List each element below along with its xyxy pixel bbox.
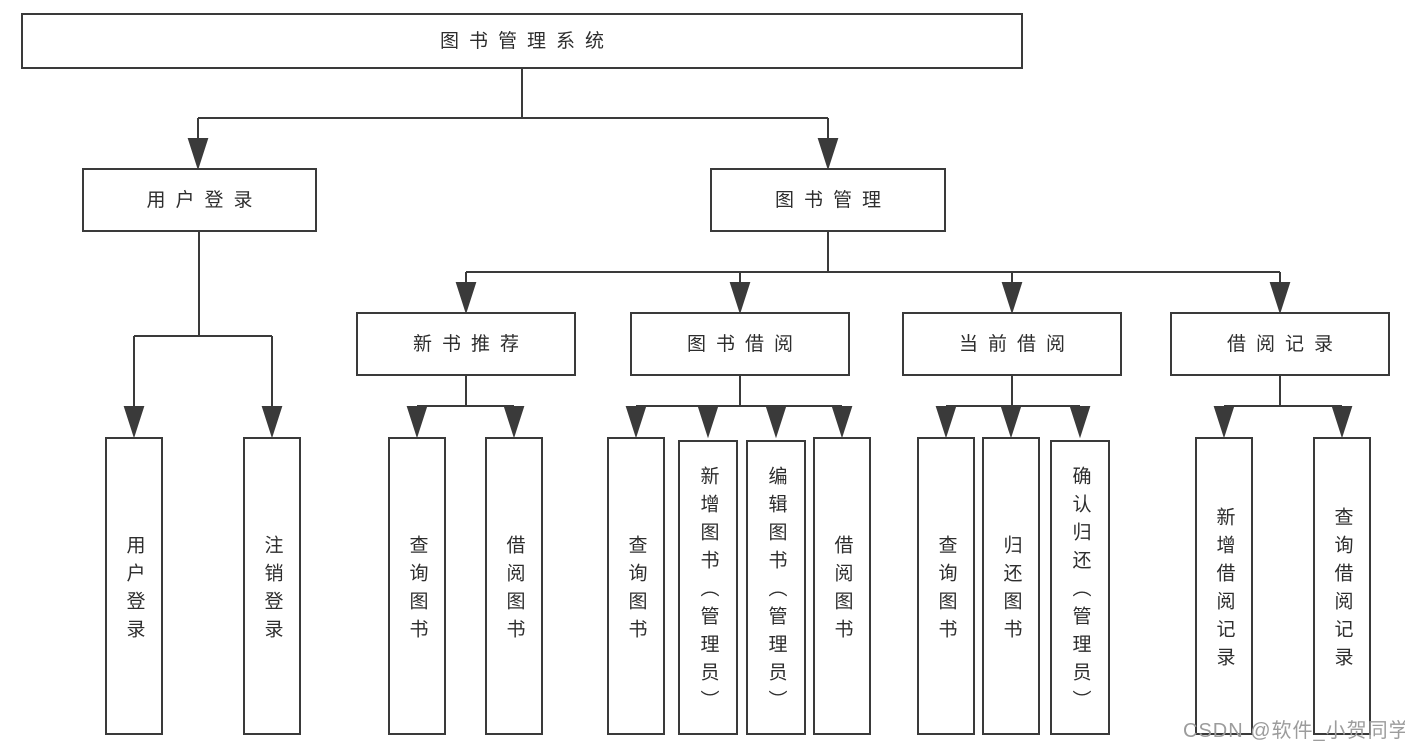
node-book-borrow: 图书借阅 — [630, 312, 850, 376]
connector-root-to-level2 — [187, 69, 839, 171]
connector-new-book-children — [406, 376, 525, 439]
node-leaf-query-book-3-label: 查询图书 — [935, 534, 957, 647]
node-leaf-logout: 注销登录 — [243, 437, 301, 735]
node-book-management-label: 图书管理 — [774, 189, 891, 211]
connector-borrow-record-children — [1213, 376, 1353, 439]
node-leaf-query-borrow-record-label: 查询借阅记录 — [1331, 506, 1353, 675]
connector-book-borrow-children — [625, 376, 853, 439]
node-new-book-recommend: 新书推荐 — [356, 312, 576, 376]
node-leaf-edit-book-admin: 编辑图书（管理员） — [746, 440, 806, 735]
node-user-login: 用户登录 — [82, 168, 317, 232]
node-leaf-query-book-2-label: 查询图书 — [625, 534, 647, 647]
node-leaf-query-book-1: 查询图书 — [388, 437, 446, 735]
node-leaf-borrow-book-1-label: 借阅图书 — [503, 534, 525, 647]
node-leaf-add-borrow-record: 新增借阅记录 — [1195, 437, 1253, 735]
node-leaf-edit-book-admin-label: 编辑图书（管理员） — [765, 466, 787, 718]
node-leaf-borrow-book-2: 借阅图书 — [813, 437, 871, 735]
node-leaf-query-book-3: 查询图书 — [917, 437, 975, 735]
node-book-management: 图书管理 — [710, 168, 946, 232]
node-user-login-label: 用户登录 — [146, 189, 263, 211]
node-leaf-user-login: 用户登录 — [105, 437, 163, 735]
node-leaf-add-book-admin-label: 新增图书（管理员） — [697, 466, 719, 718]
node-leaf-borrow-book-2-label: 借阅图书 — [831, 534, 853, 647]
node-book-borrow-label: 图书借阅 — [686, 333, 803, 355]
node-leaf-query-borrow-record: 查询借阅记录 — [1313, 437, 1371, 735]
node-leaf-confirm-return-admin-label: 确认归还（管理员） — [1069, 466, 1091, 718]
node-borrow-record-label: 借阅记录 — [1226, 333, 1343, 355]
node-leaf-logout-label: 注销登录 — [261, 534, 283, 647]
connector-current-borrow-children — [935, 376, 1091, 439]
node-leaf-query-book-2: 查询图书 — [607, 437, 665, 735]
node-borrow-record: 借阅记录 — [1170, 312, 1390, 376]
node-leaf-borrow-book-1: 借阅图书 — [485, 437, 543, 735]
node-new-book-recommend-label: 新书推荐 — [412, 333, 529, 355]
node-leaf-add-borrow-record-label: 新增借阅记录 — [1213, 506, 1235, 675]
csdn-watermark: CSDN @软件_小贺同学 — [1183, 720, 1405, 742]
node-leaf-add-book-admin: 新增图书（管理员） — [678, 440, 738, 735]
connector-book-mgmt-to-level3 — [455, 232, 1291, 315]
node-root-label: 图书管理系统 — [439, 30, 614, 52]
connector-user-login-children — [123, 232, 283, 439]
node-current-borrow-label: 当前借阅 — [958, 333, 1075, 355]
node-leaf-user-login-label: 用户登录 — [123, 534, 145, 647]
node-leaf-confirm-return-admin: 确认归还（管理员） — [1050, 440, 1110, 735]
node-current-borrow: 当前借阅 — [902, 312, 1122, 376]
node-root-library-system: 图书管理系统 — [21, 13, 1023, 69]
node-leaf-return-book-label: 归还图书 — [1000, 534, 1022, 647]
node-leaf-return-book: 归还图书 — [982, 437, 1040, 735]
node-leaf-query-book-1-label: 查询图书 — [406, 534, 428, 647]
